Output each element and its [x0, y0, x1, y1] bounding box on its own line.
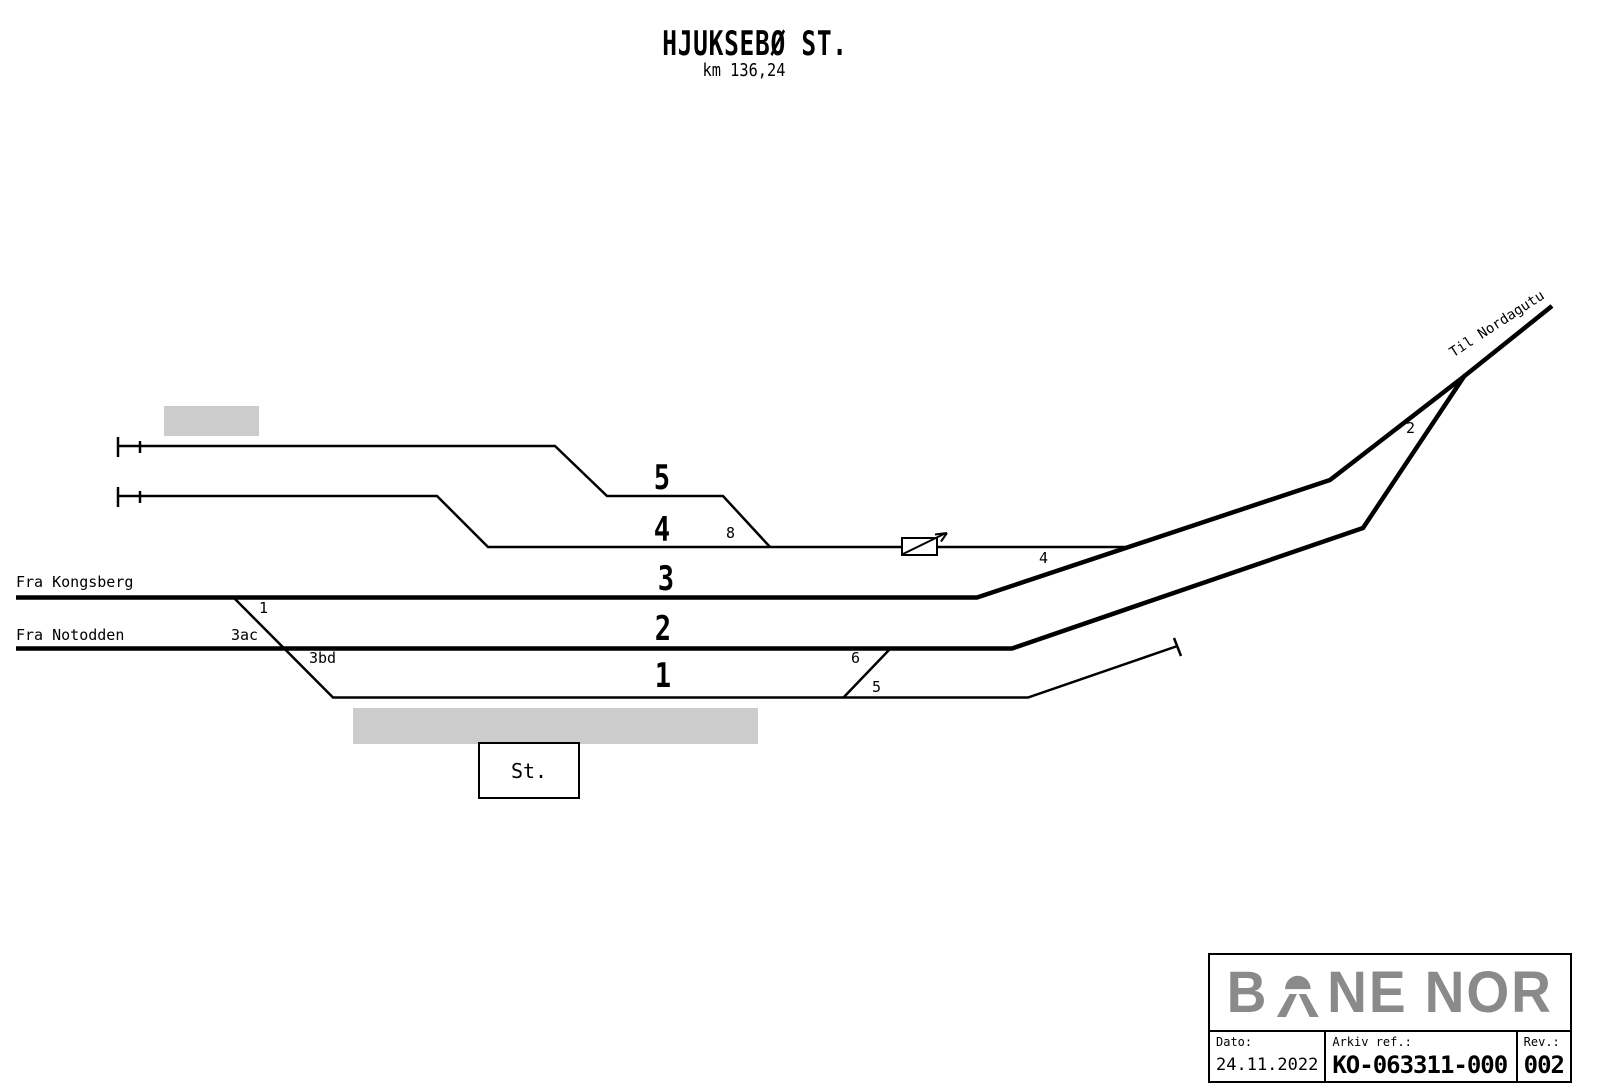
station-building-label: St.: [510, 758, 548, 783]
track-4-line: [118, 494, 1129, 549]
buffer-stop-track-5: [116, 437, 142, 457]
bane-nor-emblem-icon: [1277, 975, 1320, 1017]
switch-number-8: 8: [726, 524, 736, 542]
station-building-box: St.: [478, 742, 580, 799]
switch-number-6: 6: [851, 649, 861, 667]
switch-5-6-connector-line: [842, 648, 891, 699]
logo-letters-nor: NOR: [1424, 960, 1554, 1025]
track-1-line: [233, 597, 1177, 699]
revision-value: 002: [1523, 1051, 1565, 1079]
logo-letter-b: B: [1226, 960, 1269, 1025]
track-number-5: 5: [653, 458, 671, 498]
date-cell: Dato: 24.11.2022: [1210, 1032, 1327, 1081]
date-value: 24.11.2022: [1216, 1055, 1319, 1075]
kilometer-label: km 136,24: [702, 60, 786, 81]
revision-cell: Rev.: 002: [1518, 1032, 1570, 1081]
track-number-2: 2: [654, 609, 672, 649]
archive-ref-cell: Arkiv ref.: KO-063311-000: [1326, 1032, 1518, 1081]
logo-letters-ne: NE: [1327, 960, 1408, 1025]
switch-number-5: 5: [872, 678, 882, 696]
switch-number-4: 4: [1039, 549, 1049, 567]
track-5-stub-line: [118, 444, 771, 548]
derail-symbol: [901, 532, 948, 556]
track-3-kongsberg-main-line: [16, 304, 1554, 600]
track-2-notodden-main-line: [16, 373, 1467, 651]
switch-number-3bd: 3bd: [309, 649, 337, 667]
from-notodden-label: Fra Notodden: [16, 626, 125, 644]
switch-number-3ac: 3ac: [231, 626, 259, 644]
buffer-stop-track-4: [116, 487, 142, 507]
title-block-fields: Dato: 24.11.2022 Arkiv ref.: KO-063311-0…: [1210, 1032, 1570, 1081]
date-label: Dato:: [1216, 1035, 1253, 1049]
track-number-4: 4: [653, 510, 671, 550]
from-kongsberg-label: Fra Kongsberg: [16, 573, 134, 591]
page-title: HJUKSEBØ ST.: [662, 24, 848, 64]
platform-main: [353, 708, 758, 744]
track-end-marker: [1172, 637, 1183, 657]
bane-nor-logo-row: B NE NOR: [1227, 959, 1553, 1026]
platform-upper: [164, 406, 259, 436]
archive-ref-value: KO-063311-000: [1332, 1051, 1508, 1079]
track-number-3: 3: [657, 559, 675, 599]
track-number-1: 1: [654, 656, 672, 696]
title-block: B NE NOR Dato: 24.11.2022 Arkiv ref.: KO…: [1208, 953, 1572, 1083]
switch-number-1: 1: [259, 599, 269, 617]
switch-number-2: 2: [1406, 419, 1416, 437]
bane-nor-logo: B NE NOR: [1210, 955, 1570, 1032]
archive-ref-label: Arkiv ref.:: [1332, 1035, 1412, 1049]
revision-label: Rev.:: [1523, 1035, 1560, 1049]
